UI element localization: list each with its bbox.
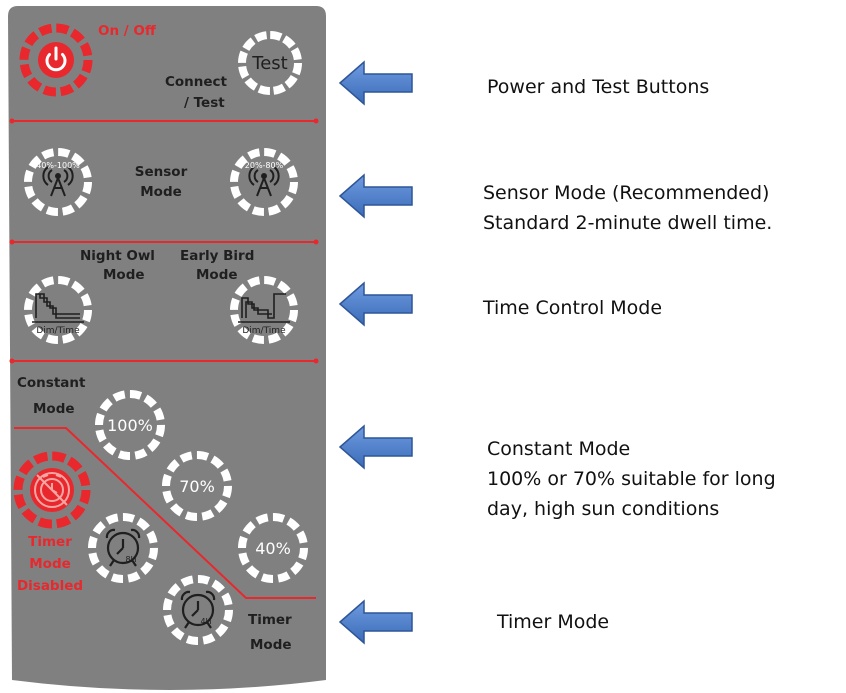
- dimming-step-icon: [32, 293, 84, 323]
- constant-annotation-line3: day, high sun conditions: [487, 498, 720, 520]
- pct-100-label: 100%: [107, 416, 153, 435]
- test-button[interactable]: [238, 31, 302, 95]
- hours-8-label: 8H: [125, 555, 136, 564]
- arrow-left-icon: [338, 173, 413, 219]
- constant-annotation-line1: Constant Mode: [487, 438, 631, 460]
- timer-label: Timer: [248, 612, 292, 628]
- sensor-annotation-line2: Standard 2-minute dwell time.: [483, 212, 773, 234]
- timer-disabled-icon: [34, 472, 70, 508]
- alarm-clock-icon: [180, 590, 216, 629]
- timer-disabled-label-2: Mode: [29, 556, 71, 572]
- on-off-label: On / Off: [98, 23, 156, 39]
- timer-divider: [14, 427, 316, 599]
- sensor-annotation: Sensor Mode (Recommended) Standard 2-min…: [483, 178, 772, 238]
- timer-4h-dial[interactable]: [163, 575, 233, 645]
- night-owl-label: Night Owl: [80, 248, 155, 264]
- hours-4-label: 4H: [200, 617, 211, 626]
- timer-mode-label: Mode: [250, 637, 292, 653]
- early-bird-mode-label: Mode: [196, 267, 238, 283]
- timer-disabled-button[interactable]: [13, 451, 91, 529]
- alarm-clock-icon: [105, 528, 141, 567]
- dimming-step-icon: [238, 293, 290, 323]
- arrow-left-icon: [338, 60, 413, 106]
- sensor-dial-left[interactable]: [24, 148, 92, 216]
- night-owl-mode-label: Mode: [103, 267, 145, 283]
- timer-disabled-label-3: Disabled: [16, 578, 84, 594]
- constant-label: Constant: [17, 375, 86, 391]
- timer-disabled-label-1: Timer: [28, 534, 72, 550]
- divider-1: [9, 118, 319, 124]
- timer-annotation: Timer Mode: [497, 611, 610, 633]
- time-control-annotation: Time Control Mode: [483, 297, 663, 319]
- constant-70-dial[interactable]: [162, 451, 232, 521]
- divider-2: [9, 239, 319, 245]
- early-bird-label: Early Bird: [180, 248, 255, 264]
- test-label: Test: [251, 53, 287, 74]
- slash-test-label: / Test: [184, 95, 225, 111]
- constant-100-dial[interactable]: [95, 390, 165, 460]
- arrow-left-icon: [338, 599, 413, 645]
- arrow-left-icon: [338, 281, 413, 327]
- night-owl-dim-time: Dim/Time: [36, 326, 80, 336]
- sensor-left-range: 40%-100%: [36, 161, 80, 170]
- connect-label: Connect: [165, 74, 228, 90]
- early-bird-dial[interactable]: [230, 276, 298, 344]
- constant-annotation-line2: 100% or 70% suitable for long: [487, 468, 776, 490]
- antenna-icon: [42, 166, 74, 197]
- sensor-mode-label: Mode: [140, 184, 182, 200]
- sensor-annotation-line1: Sensor Mode (Recommended): [483, 182, 770, 204]
- divider-3: [9, 358, 319, 364]
- early-bird-dim-time: Dim/Time: [242, 326, 286, 336]
- constant-mode-label: Mode: [33, 401, 75, 417]
- constant-40-dial[interactable]: [238, 513, 308, 583]
- pct-70-label: 70%: [179, 477, 215, 496]
- sensor-right-range: 20%-80%: [245, 161, 284, 170]
- power-icon: [45, 46, 67, 72]
- sensor-label: Sensor: [134, 164, 188, 180]
- arrow-left-icon: [338, 424, 413, 470]
- power-button[interactable]: [19, 23, 93, 97]
- timer-8h-dial[interactable]: [88, 513, 158, 583]
- pct-40-label: 40%: [255, 539, 291, 558]
- night-owl-dial[interactable]: [24, 276, 92, 344]
- power-test-annotation: Power and Test Buttons: [487, 76, 710, 98]
- constant-annotation: Constant Mode 100% or 70% suitable for l…: [487, 434, 776, 524]
